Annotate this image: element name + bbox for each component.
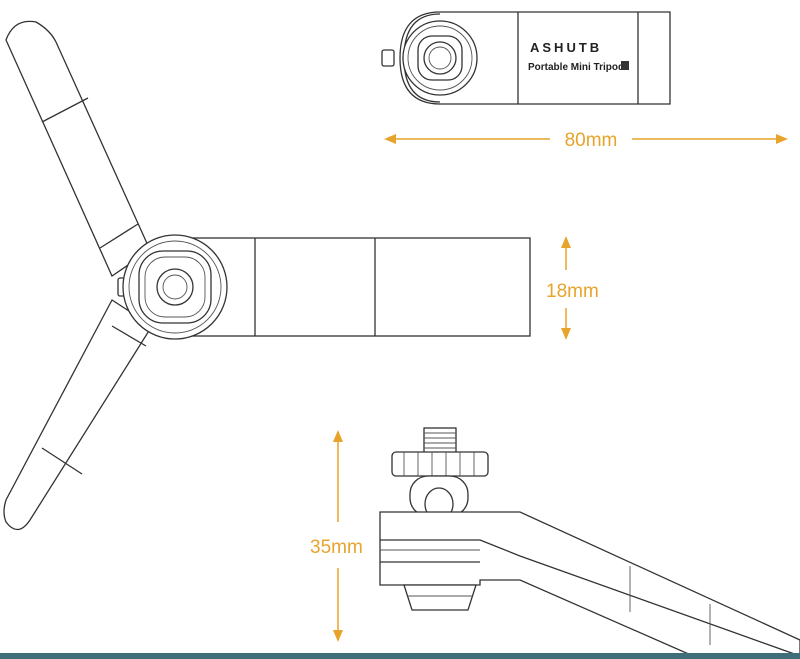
tripod-side-view	[379, 427, 800, 659]
small-icon	[621, 61, 629, 70]
bottom-bar	[0, 653, 800, 659]
length-label: 80mm	[565, 130, 618, 151]
brand-logo: ASHUTB	[530, 40, 602, 55]
height-label: 35mm	[310, 537, 363, 558]
length-dimension: 80mm	[384, 130, 788, 151]
opened-tripod-view	[3, 20, 531, 531]
height-dimension: 35mm	[310, 430, 363, 642]
folded-tripod-top-view: ASHUTB Portable Mini Tripod	[381, 11, 671, 105]
width-label: 18mm	[546, 281, 599, 302]
product-subtitle: Portable Mini Tripod	[528, 62, 624, 73]
width-dimension: 18mm	[546, 236, 599, 340]
